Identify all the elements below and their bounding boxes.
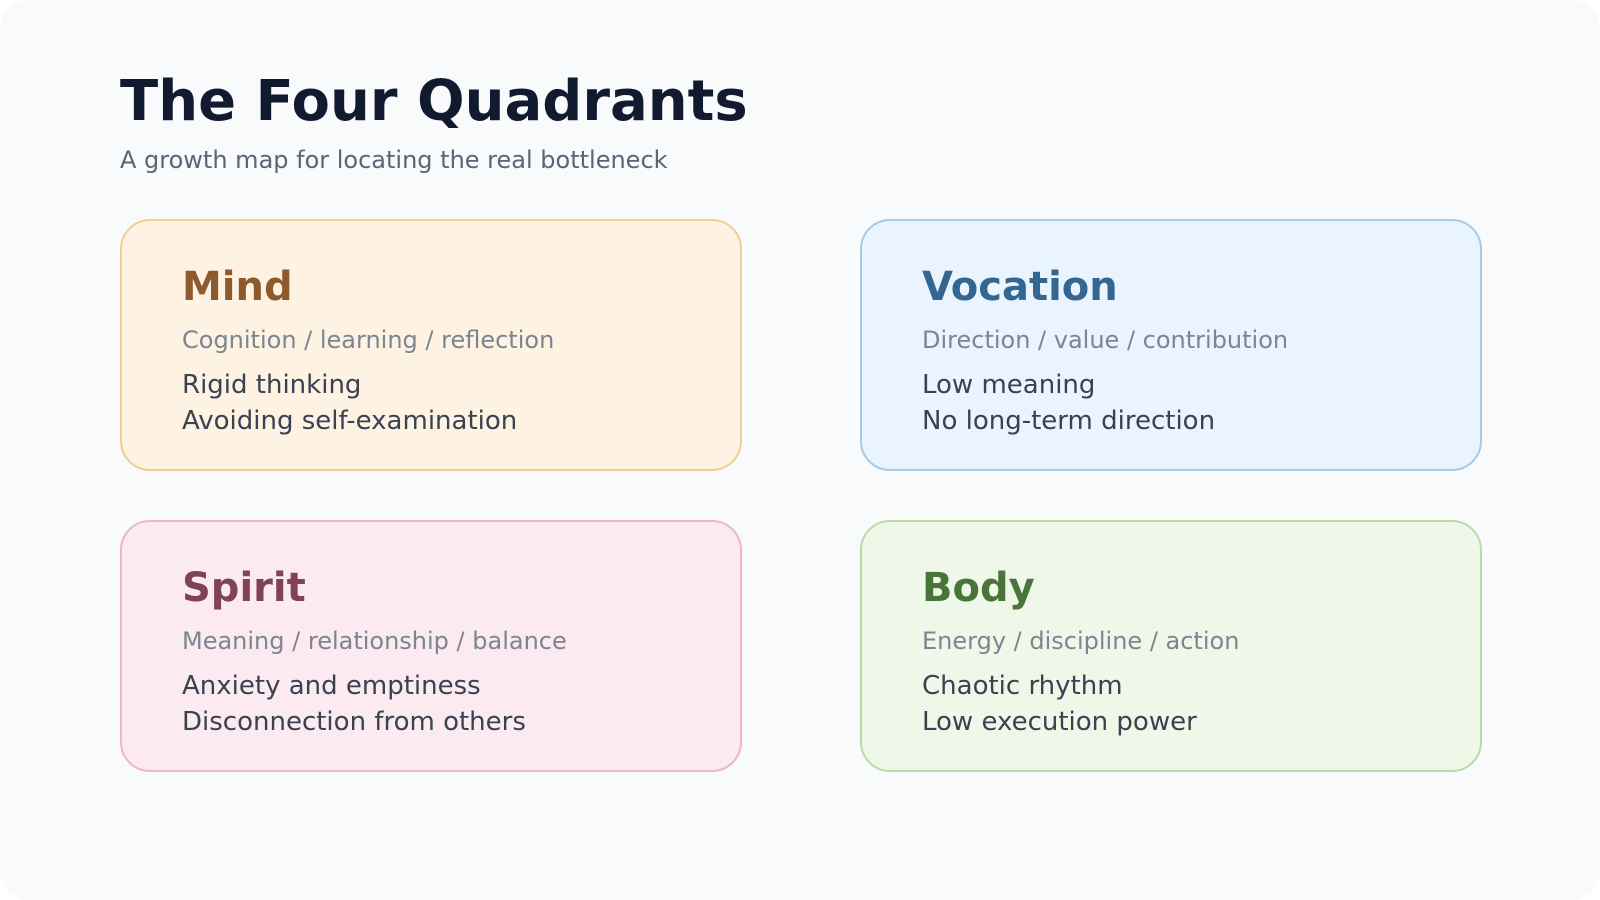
- page-title: The Four Quadrants: [120, 69, 748, 134]
- quadrant-body-tags: Energy / discipline / action: [922, 627, 1240, 655]
- quadrant-spirit-issue: Anxiety and emptiness: [182, 671, 481, 701]
- quadrant-spirit-title: Spirit: [182, 565, 306, 611]
- quadrant-body: Body Energy / discipline / action Chaoti…: [860, 520, 1482, 772]
- quadrant-mind-issue: Rigid thinking: [182, 370, 362, 400]
- quadrant-vocation: Vocation Direction / value / contributio…: [860, 219, 1482, 471]
- quadrant-spirit-issue: Disconnection from others: [182, 707, 526, 737]
- quadrant-vocation-issue: No long-term direction: [922, 406, 1216, 436]
- quadrant-body-issues: Chaotic rhythm Low execution power: [922, 668, 1440, 740]
- quadrant-vocation-tags: Direction / value / contribution: [922, 326, 1289, 354]
- quadrant-body-issue: Chaotic rhythm: [922, 671, 1123, 701]
- quadrant-mind: Mind Cognition / learning / reflection R…: [120, 219, 742, 471]
- quadrant-body-issue: Low execution power: [922, 707, 1197, 737]
- page-subtitle: A growth map for locating the real bottl…: [120, 146, 668, 174]
- quadrant-mind-title: Mind: [182, 264, 293, 310]
- quadrant-spirit-issues: Anxiety and emptiness Disconnection from…: [182, 668, 700, 740]
- quadrant-mind-tags: Cognition / learning / reflection: [182, 326, 555, 354]
- quadrant-vocation-issues: Low meaning No long-term direction: [922, 367, 1440, 439]
- quadrant-vocation-issue: Low meaning: [922, 370, 1096, 400]
- quadrant-spirit-tags: Meaning / relationship / balance: [182, 627, 567, 655]
- quadrant-body-title: Body: [922, 565, 1035, 611]
- quadrant-mind-issues: Rigid thinking Avoiding self-examination: [182, 367, 700, 439]
- quadrant-vocation-title: Vocation: [922, 264, 1118, 310]
- quadrant-mind-issue: Avoiding self-examination: [182, 406, 518, 436]
- quadrant-spirit: Spirit Meaning / relationship / balance …: [120, 520, 742, 772]
